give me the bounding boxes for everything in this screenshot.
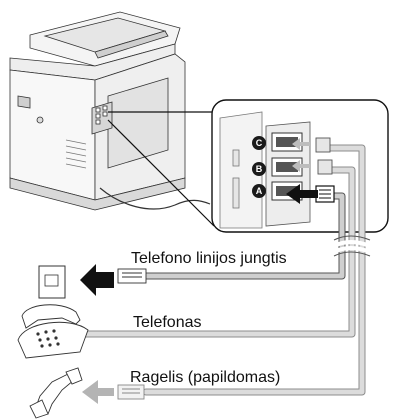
handset-illustration: [29, 367, 83, 419]
port-a-badge: A: [252, 184, 266, 198]
line-plug: [117, 268, 147, 284]
insert-arrow-icon: [292, 138, 310, 150]
zoom-leader-line: [107, 119, 215, 227]
cable-break-mark: [333, 240, 371, 248]
connect-arrow-icon: [80, 264, 114, 296]
insert-arrow-icon: [292, 160, 310, 172]
cable-break-mark: [333, 251, 371, 257]
wall-jack-illustration: [38, 265, 66, 299]
telephone-illustration: [17, 304, 89, 359]
cable-break-mark: [333, 235, 371, 241]
telephone-label: Telefonas: [133, 314, 202, 331]
port-b-badge: B: [252, 162, 266, 176]
connect-arrow-icon: [82, 380, 114, 404]
insert-arrow-icon: [286, 184, 318, 204]
printer-illustration: [9, 11, 211, 211]
cable-break-mark: [333, 246, 371, 254]
port-c-badge: C: [252, 136, 266, 150]
line-connection-label: Telefono linijos jungtis: [131, 250, 287, 267]
handset-label: Ragelis (papildomas): [130, 369, 281, 386]
jack-plugs: [315, 137, 335, 203]
handset-plug: [117, 384, 145, 400]
